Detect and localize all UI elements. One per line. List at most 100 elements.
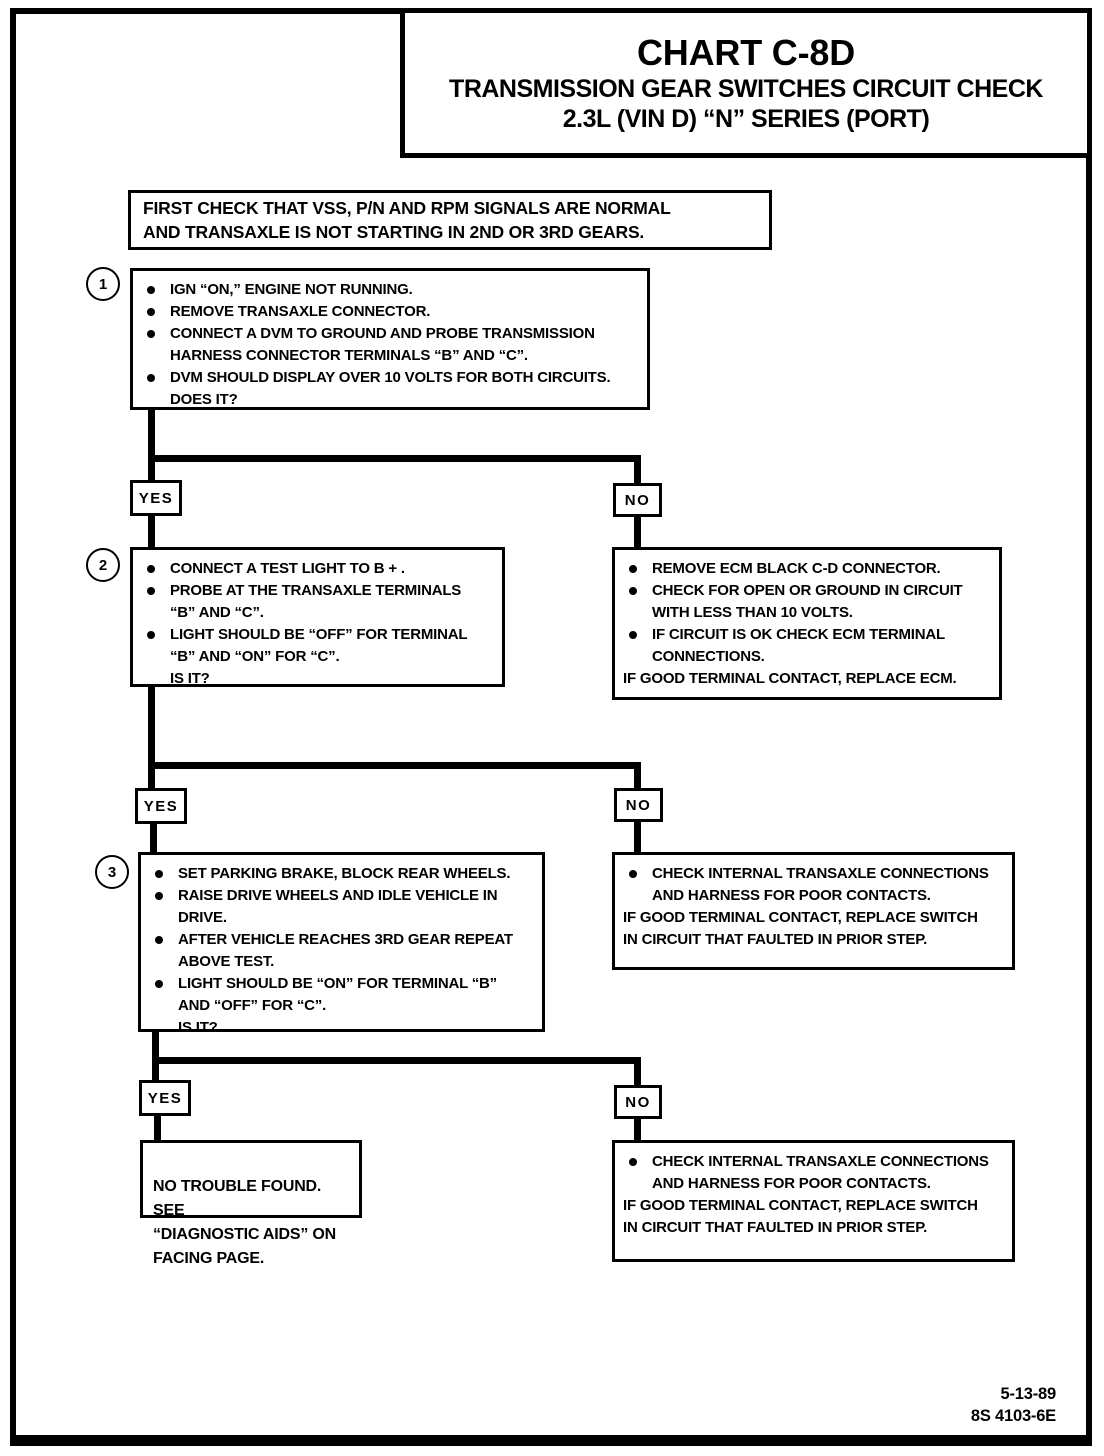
intro-box: FIRST CHECK THAT VSS, P/N AND RPM SIGNAL… <box>128 190 772 250</box>
bullet-dot <box>629 870 637 878</box>
connector-line <box>148 516 155 547</box>
chart-engine-line: 2.3L (VIN D) “N” SERIES (PORT) <box>562 105 930 133</box>
bullet-item: CHECK FOR OPEN OR GROUND IN CIRCUIT WITH… <box>625 580 993 624</box>
step-number: 1 <box>98 275 108 293</box>
connector-line <box>148 410 155 480</box>
footer-date: 5-13-89 <box>1000 1385 1057 1403</box>
bullet-dot <box>629 631 637 639</box>
bullet-dot <box>155 892 163 900</box>
bullet-text: CONNECT A TEST LIGHT TO B + . <box>170 560 405 577</box>
bullet-item: CHECK INTERNAL TRANSAXLE CONNECTIONS AND… <box>625 1151 1006 1195</box>
bullet-dot <box>147 374 155 382</box>
bullet-item: AFTER VEHICLE REACHES 3RD GEAR REPEAT AB… <box>151 929 536 973</box>
yes-label: YES <box>143 797 179 815</box>
bullet-text: SET PARKING BRAKE, BLOCK REAR WHEELS. <box>178 865 511 882</box>
yes-result-text: NO TROUBLE FOUND. SEE “DIAGNOSTIC AIDS” … <box>153 1178 336 1267</box>
no-tag-2: NO <box>614 788 663 822</box>
bullet-item: IGN “ON,” ENGINE NOT RUNNING. <box>143 279 641 301</box>
bullet-item: CHECK INTERNAL TRANSAXLE CONNECTIONS AND… <box>625 863 1006 907</box>
bullet-dot <box>629 1158 637 1166</box>
yes-result-box: NO TROUBLE FOUND. SEE “DIAGNOSTIC AIDS” … <box>140 1140 362 1267</box>
no-label: NO <box>624 491 651 509</box>
connector-line <box>634 762 641 788</box>
bullet-item: REMOVE TRANSAXLE CONNECTOR. <box>143 301 641 323</box>
bullet-item: LIGHT SHOULD BE “OFF” FOR TERMINAL “B” A… <box>143 624 496 690</box>
bullet-dot <box>147 631 155 639</box>
bullet-dot <box>155 870 163 878</box>
no-action-box-3: CHECK INTERNAL TRANSAXLE CONNECTIONS AND… <box>612 1140 1015 1262</box>
bullet-dot <box>147 330 155 338</box>
connector-line <box>152 1032 159 1080</box>
no-action-box-2: CHECK INTERNAL TRANSAXLE CONNECTIONS AND… <box>612 852 1015 970</box>
title-box: CHART C-8D TRANSMISSION GEAR SWITCHES CI… <box>400 8 1092 158</box>
yes-label: YES <box>138 489 174 507</box>
bullet-item: CONNECT A DVM TO GROUND AND PROBE TRANSM… <box>143 323 641 367</box>
bullet-text: CHECK INTERNAL TRANSAXLE CONNECTIONS AND… <box>652 1153 989 1192</box>
connector-line <box>148 687 155 788</box>
bullet-text: AFTER VEHICLE REACHES 3RD GEAR REPEAT AB… <box>178 931 513 970</box>
bullet-item: CONNECT A TEST LIGHT TO B + . <box>143 558 496 580</box>
bullet-dot <box>147 286 155 294</box>
footer-code: 8S 4103-6E <box>970 1407 1056 1425</box>
bullet-dot <box>147 308 155 316</box>
bullet-item: DVM SHOULD DISPLAY OVER 10 VOLTS FOR BOT… <box>143 367 641 411</box>
bullet-dot <box>147 565 155 573</box>
bullet-item: PROBE AT THE TRANSAXLE TERMINALS “B” AND… <box>143 580 496 624</box>
connector-line <box>148 762 641 769</box>
no-action-box-1: REMOVE ECM BLACK C-D CONNECTOR. CHECK FO… <box>612 547 1002 700</box>
chart-title: CHART C-8D <box>637 32 855 73</box>
no-label: NO <box>625 1093 651 1111</box>
connector-line <box>634 1057 641 1085</box>
bullet-item: IF CIRCUIT IS OK CHECK ECM TERMINAL CONN… <box>625 624 993 668</box>
yes-tag-3: YES <box>139 1080 191 1116</box>
no-label: NO <box>625 796 652 814</box>
step-3-number-circle: 3 <box>95 855 129 889</box>
bullet-text: REMOVE ECM BLACK C-D CONNECTOR. <box>652 560 941 577</box>
step-3-box: SET PARKING BRAKE, BLOCK REAR WHEELS. RA… <box>138 852 545 1036</box>
connector-line <box>152 1057 641 1064</box>
bullet-dot <box>629 587 637 595</box>
step-2-number-circle: 2 <box>86 548 120 582</box>
bullet-text: LIGHT SHOULD BE “ON” FOR TERMINAL “B” AN… <box>178 975 497 1036</box>
connector-line <box>154 1116 161 1140</box>
footer-note: 5-13-89 8S 4103-6E <box>971 1383 1056 1427</box>
bullet-dot <box>629 565 637 573</box>
bullet-text: CONNECT A DVM TO GROUND AND PROBE TRANSM… <box>170 325 595 364</box>
bullet-text: PROBE AT THE TRANSAXLE TERMINALS “B” AND… <box>170 582 462 621</box>
no-action-footer-text: IF GOOD TERMINAL CONTACT, REPLACE SWITCH… <box>623 909 978 948</box>
connector-line <box>148 455 641 462</box>
bullet-item: RAISE DRIVE WHEELS AND IDLE VEHICLE IN D… <box>151 885 536 929</box>
step-2-box: CONNECT A TEST LIGHT TO B + . PROBE AT T… <box>130 547 505 687</box>
step-1-number-circle: 1 <box>86 267 120 301</box>
bullet-text: CHECK FOR OPEN OR GROUND IN CIRCUIT WITH… <box>652 582 963 621</box>
step-number: 3 <box>107 863 117 881</box>
bullet-text: DVM SHOULD DISPLAY OVER 10 VOLTS FOR BOT… <box>170 369 611 408</box>
bullet-item: SET PARKING BRAKE, BLOCK REAR WHEELS. <box>151 863 536 885</box>
bullet-text: LIGHT SHOULD BE “OFF” FOR TERMINAL “B” A… <box>170 626 468 687</box>
bullet-text: REMOVE TRANSAXLE CONNECTOR. <box>170 303 431 320</box>
no-tag-3: NO <box>614 1085 662 1119</box>
connector-line <box>634 455 641 483</box>
bullet-text: IGN “ON,” ENGINE NOT RUNNING. <box>170 281 413 298</box>
bullet-text: CHECK INTERNAL TRANSAXLE CONNECTIONS AND… <box>652 865 989 904</box>
step-1-box: IGN “ON,” ENGINE NOT RUNNING. REMOVE TRA… <box>130 268 650 410</box>
yes-tag-1: YES <box>130 480 182 516</box>
bullet-dot <box>147 587 155 595</box>
bullet-item: REMOVE ECM BLACK C-D CONNECTOR. <box>625 558 993 580</box>
no-tag-1: NO <box>613 483 662 517</box>
bullet-text: IF CIRCUIT IS OK CHECK ECM TERMINAL CONN… <box>652 626 945 665</box>
step-number: 2 <box>98 556 108 574</box>
bullet-item: LIGHT SHOULD BE “ON” FOR TERMINAL “B” AN… <box>151 973 536 1039</box>
connector-line <box>634 822 641 852</box>
no-action-footer-text: IF GOOD TERMINAL CONTACT, REPLACE ECM. <box>623 670 957 687</box>
bullet-dot <box>155 980 163 988</box>
no-action-footer-text: IF GOOD TERMINAL CONTACT, REPLACE SWITCH… <box>623 1197 978 1236</box>
chart-subtitle: TRANSMISSION GEAR SWITCHES CIRCUIT CHECK <box>449 75 1043 103</box>
connector-line <box>634 517 641 547</box>
yes-tag-2: YES <box>135 788 187 824</box>
bullet-text: RAISE DRIVE WHEELS AND IDLE VEHICLE IN D… <box>178 887 498 926</box>
connector-line <box>634 1119 641 1140</box>
yes-label: YES <box>147 1089 183 1107</box>
intro-text: FIRST CHECK THAT VSS, P/N AND RPM SIGNAL… <box>143 198 671 242</box>
